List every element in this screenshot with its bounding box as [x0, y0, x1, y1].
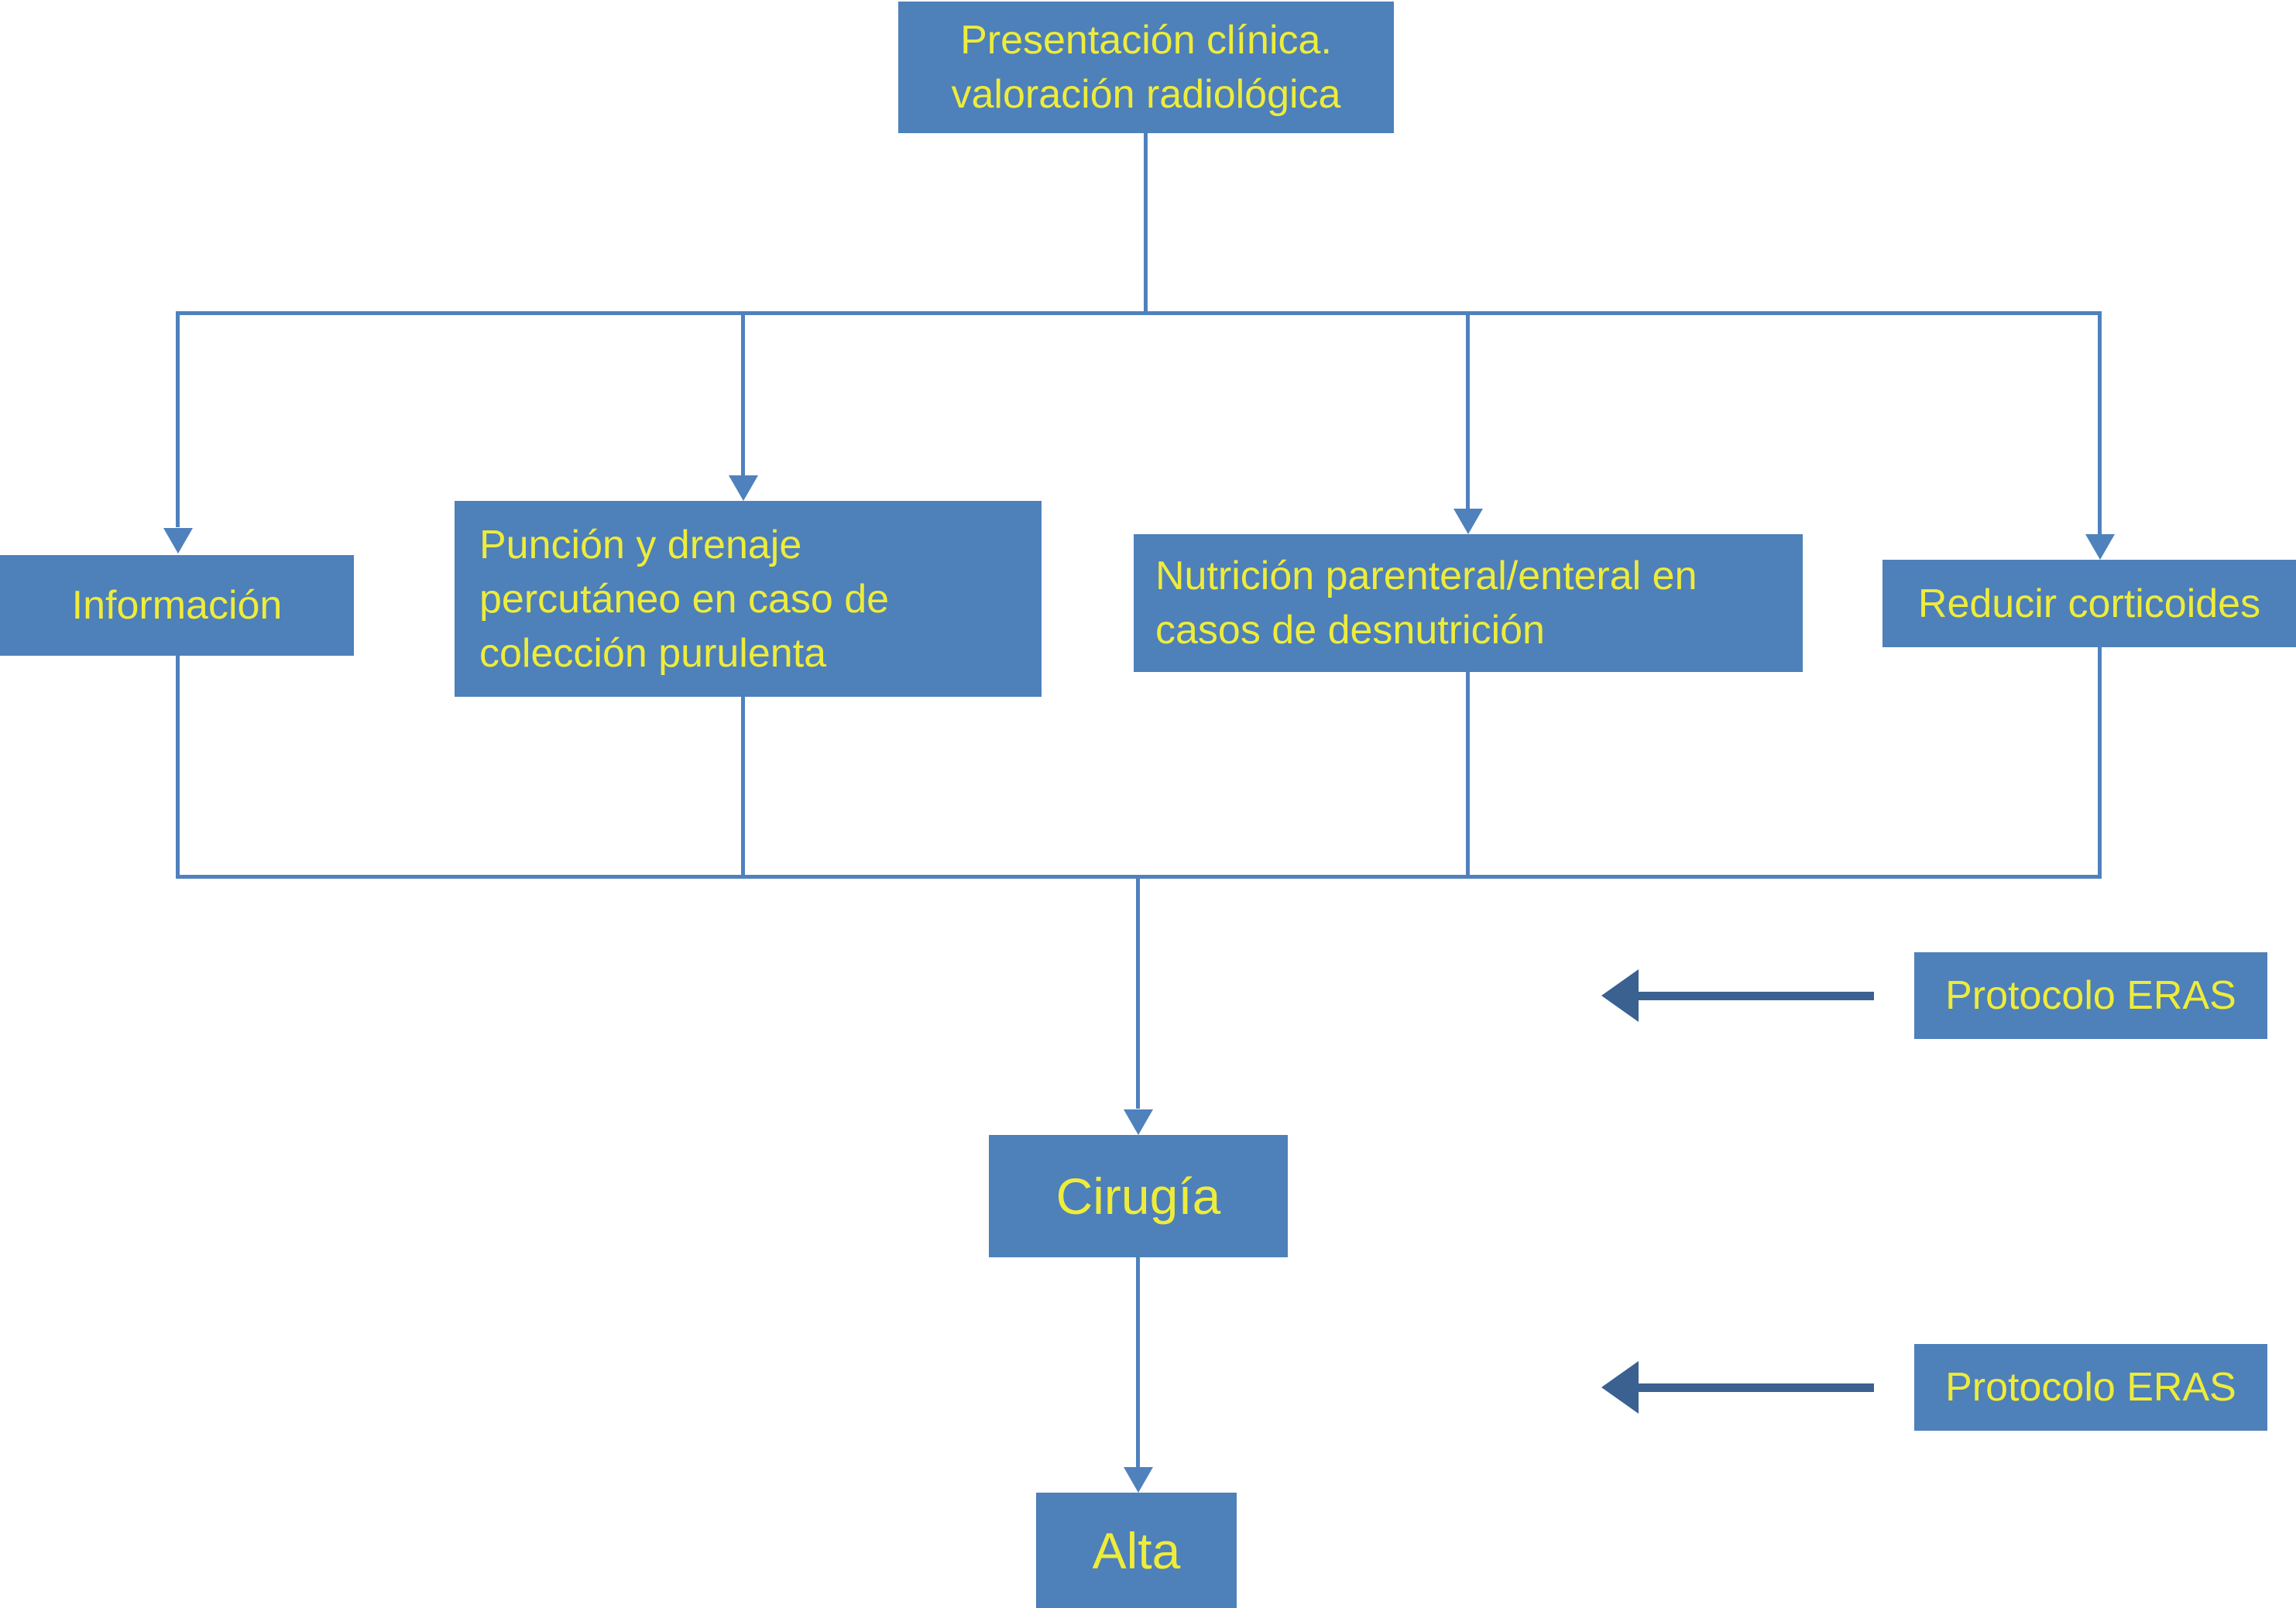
- node-nutricion: Nutrición parenteral/enteral en casos de…: [1134, 534, 1803, 672]
- connector-distribution-line: [176, 311, 2102, 315]
- node-puncion-drenaje: Punción y drenaje percutáneo en caso de …: [455, 501, 1042, 697]
- connector-drop-puncion: [741, 311, 745, 475]
- node-protocolo-eras-2: Protocolo ERAS: [1914, 1344, 2267, 1431]
- node-protocolo-eras-1: Protocolo ERAS: [1914, 952, 2267, 1039]
- arrowhead-informacion: [163, 528, 193, 554]
- arrowhead-cirugia: [1124, 1109, 1153, 1135]
- eras-arrow-2-shaft: [1635, 1383, 1874, 1392]
- arrowhead-alta: [1124, 1467, 1153, 1493]
- node-cirugia: Cirugía: [989, 1135, 1288, 1257]
- connector-stub-nutricion: [1466, 672, 1470, 876]
- connector-cirugia-alta: [1136, 1257, 1140, 1467]
- arrowhead-nutricion: [1453, 509, 1483, 534]
- connector-stub-puncion: [741, 697, 745, 876]
- connector-drop-reducir: [2098, 311, 2102, 534]
- connector-stub-reducir: [2098, 647, 2102, 876]
- connector-drop-cirugia: [1136, 876, 1140, 1109]
- connector-stub-informacion: [176, 656, 180, 876]
- connector-drop-informacion: [176, 311, 180, 527]
- node-alta: Alta: [1036, 1493, 1237, 1608]
- connector-drop-nutricion: [1466, 311, 1470, 509]
- arrowhead-puncion: [729, 475, 758, 501]
- connector-top-vertical: [1144, 132, 1148, 314]
- eras-arrow-2-head: [1601, 1361, 1639, 1414]
- arrowhead-reducir: [2085, 534, 2115, 560]
- node-presentacion-clinica: Presentación clínica. valoración radioló…: [898, 2, 1394, 133]
- eras-arrow-1-head: [1601, 969, 1639, 1022]
- node-informacion: Información: [0, 555, 354, 656]
- eras-arrow-1-shaft: [1635, 992, 1874, 1000]
- node-reducir-corticoides: Reducir corticoides: [1882, 560, 2296, 647]
